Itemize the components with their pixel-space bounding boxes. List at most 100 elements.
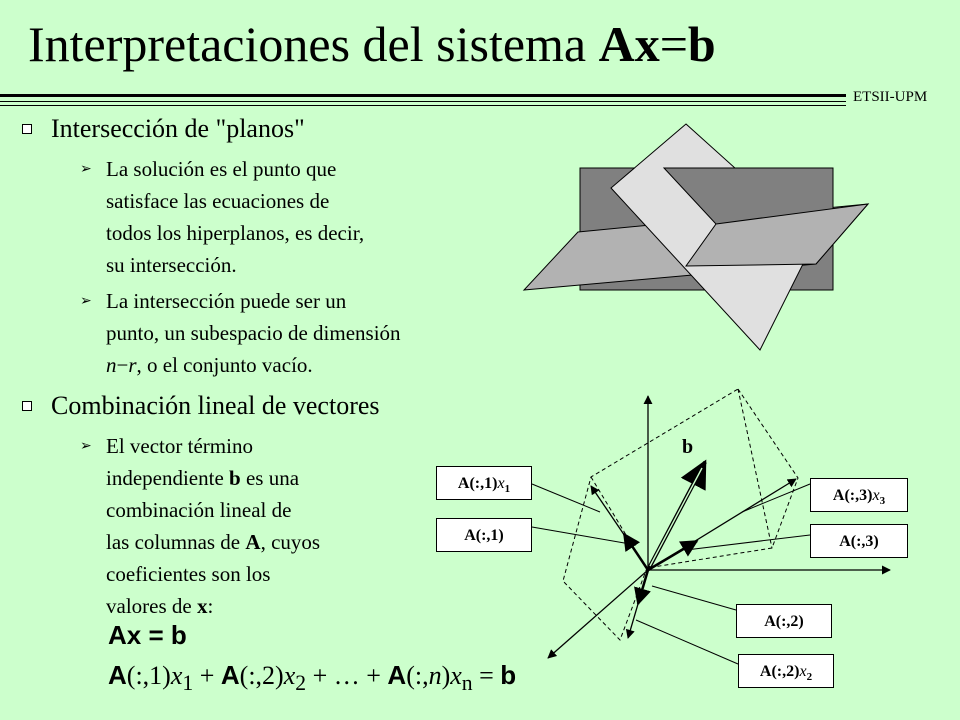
equation-combination: A(:,1)x1 + A(:,2)x2 + … + A(:,n)xn = b — [108, 660, 516, 696]
vector-a1 — [622, 532, 650, 571]
eq-part: 2 — [295, 671, 307, 696]
eq-part: + … + — [306, 661, 388, 690]
bullet-line: n−r, o el conjunto vacío. — [106, 349, 401, 381]
eq-part: x — [283, 661, 296, 690]
bullet-line: todos los hiperplanos, es decir, — [106, 221, 365, 245]
dashed-box — [562, 388, 799, 641]
label-sub: 1 — [504, 483, 511, 496]
label-a3x3: A(:,3)x3 — [810, 478, 908, 512]
tail-text: , o el conjunto vacío. — [136, 353, 313, 377]
arrow-bullet-icon: ➢ — [80, 293, 92, 309]
title-text: Interpretaciones del sistema — [28, 16, 599, 72]
bullet-line: La intersección puede ser un — [106, 289, 347, 313]
title-x: x — [634, 16, 660, 72]
heading-text: Combinación lineal de vectores — [51, 391, 380, 420]
text: las columnas de — [106, 530, 246, 554]
arrow-bullet-icon: ➢ — [80, 438, 92, 454]
header-rule — [0, 101, 846, 102]
label-var: x — [799, 663, 807, 680]
label-text: A(:,3) — [832, 487, 873, 504]
var-r: r — [128, 353, 137, 377]
label-sub: 3 — [879, 495, 886, 508]
label-sub: 2 — [806, 671, 813, 684]
eq-part: n — [461, 671, 473, 696]
eq-part: 1 — [182, 671, 194, 696]
square-bullet-icon — [22, 124, 32, 135]
leader-a3x3 — [741, 483, 811, 513]
label-a1: A(:,1) — [436, 518, 532, 552]
axis-diag — [547, 569, 649, 659]
section-heading-combination: Combinación lineal de vectores — [22, 391, 380, 421]
plane-mid-bottom — [685, 203, 870, 267]
bold-b: b — [229, 466, 241, 490]
eq-part: A — [220, 660, 240, 690]
vector-b-inner — [649, 467, 703, 567]
label-text: A(:,2) — [759, 663, 800, 680]
b-vector-label: b — [682, 436, 694, 458]
leader-a2 — [651, 585, 737, 611]
page-title: Interpretaciones del sistema Ax=b — [28, 14, 716, 74]
planes-illustration — [522, 123, 870, 351]
eq-part: ) — [441, 661, 451, 690]
text: : — [207, 594, 214, 618]
bullet-line: La solución es el punto que — [106, 157, 337, 181]
bullet-line: coeficientes son los — [106, 562, 271, 586]
bullet-line: punto, un subespacio de dimensión — [106, 321, 401, 345]
bold-x: x — [196, 594, 208, 618]
var-n: n — [106, 353, 117, 377]
vector-a3 — [647, 539, 699, 572]
label-var: x — [872, 487, 880, 504]
title-a: A — [598, 16, 635, 72]
eq-part: + — [193, 661, 221, 690]
label-a2x2: A(:,2)x2 — [738, 654, 834, 688]
eq-part: x — [450, 661, 462, 690]
bullet-line: valores de x: — [106, 590, 320, 622]
arrow-bullet-icon: ➢ — [80, 161, 92, 177]
bullet-line: combinación lineal de — [106, 498, 292, 522]
org-label: ETSII-UPM — [853, 89, 928, 105]
eq1-text: Ax = b — [108, 620, 187, 650]
square-bullet-icon — [22, 401, 32, 412]
leader-a1x1 — [531, 483, 601, 513]
vector-diagram — [531, 388, 891, 665]
header-rule — [0, 105, 846, 106]
bullet-line: las columnas de A, cuyos — [106, 526, 320, 558]
label-a1x1: A(:,1)x1 — [436, 466, 532, 500]
leader-a1 — [531, 526, 637, 546]
eq-part: (:,1) — [126, 661, 171, 690]
section-heading-planes: Intersección de "planos" — [22, 114, 305, 144]
leader-a3 — [685, 534, 811, 551]
label-a2: A(:,2) — [736, 604, 832, 638]
text: es una — [240, 466, 300, 490]
header-rule — [0, 94, 846, 97]
eq-part: (:, — [406, 661, 429, 690]
bullet-line: El vector término — [106, 434, 253, 458]
leader-a2x2 — [635, 619, 739, 665]
title-eq: = — [659, 16, 688, 72]
vector-a2x2 — [625, 569, 649, 639]
bold-a: A — [245, 530, 261, 554]
bullet-line: su intersección. — [106, 253, 237, 277]
bullet-line: satisface las ecuaciones de — [106, 189, 330, 213]
eq-part: A — [108, 660, 127, 690]
label-text: A(:,1) — [457, 475, 498, 492]
eq-part: n — [428, 661, 442, 690]
bullet-intersection: ➢ La intersección puede ser un punto, un… — [80, 285, 401, 381]
text: independiente — [106, 466, 230, 490]
minus: − — [116, 353, 129, 377]
eq-part: = — [472, 661, 501, 690]
eq-part: x — [170, 661, 183, 690]
text: valores de — [106, 594, 197, 618]
eq-part: A — [387, 660, 407, 690]
heading-text: Intersección de "planos" — [51, 114, 305, 143]
bullet-linear-combination: ➢ El vector término independiente b es u… — [80, 430, 320, 622]
eq-part: (:,2) — [239, 661, 284, 690]
bullet-line: independiente b es una — [106, 462, 320, 494]
bullet-solution: ➢ La solución es el punto que satisface … — [80, 153, 364, 281]
label-a3: A(:,3) — [810, 524, 908, 558]
eq-part: b — [500, 660, 517, 690]
equation-axb: Ax = b — [108, 620, 187, 651]
label-var: x — [497, 475, 505, 492]
text: , cuyos — [260, 530, 321, 554]
